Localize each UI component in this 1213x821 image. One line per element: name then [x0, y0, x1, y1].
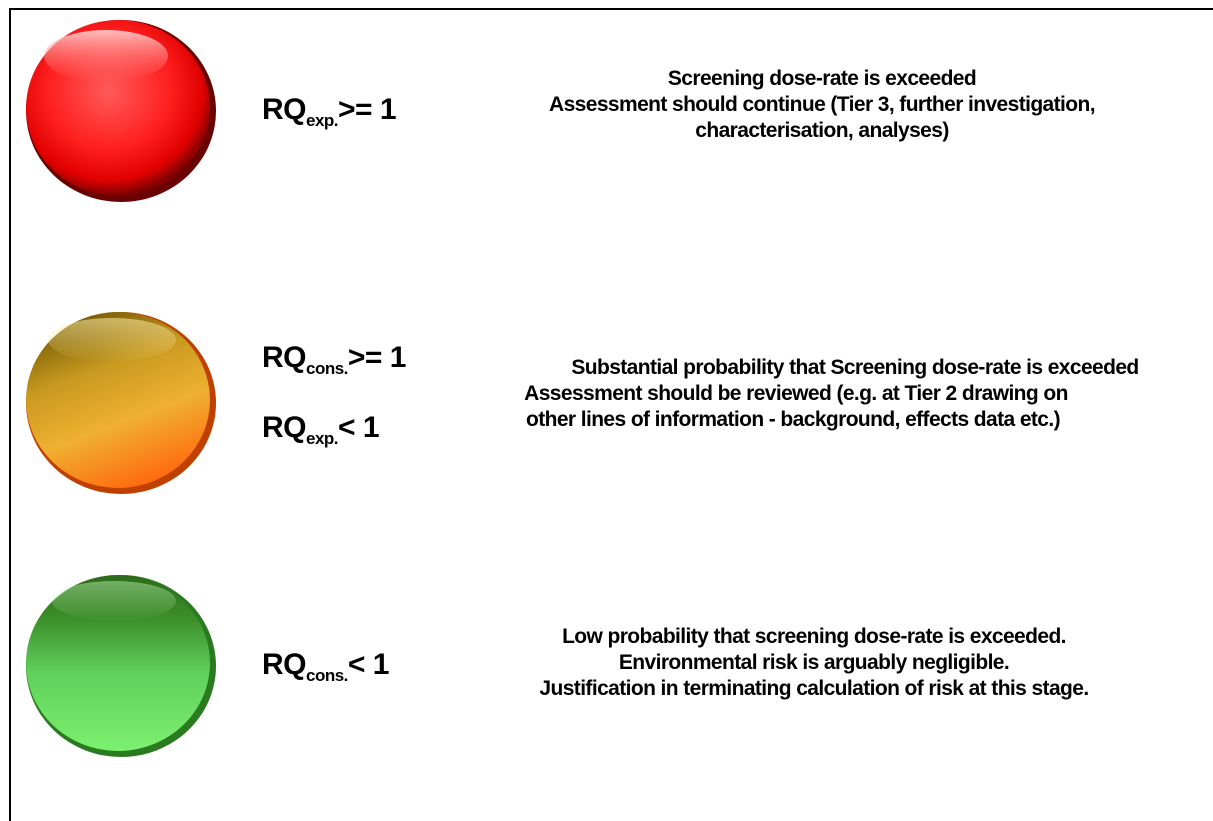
red-description: Screening dose-rate is exceeded Assessme… [549, 67, 1096, 142]
green-light-icon [24, 573, 218, 759]
amber-condition-1: RQcons.>= 1 [262, 341, 406, 378]
red-condition-1: RQexp.>= 1 [262, 93, 397, 130]
green-condition-1: RQcons.< 1 [262, 648, 389, 685]
diagram-frame [9, 8, 1213, 821]
red-light-icon [24, 18, 218, 204]
amber-light-icon [24, 310, 218, 496]
green-description: Low probability that screening dose-rate… [539, 625, 1089, 700]
amber-condition-2: RQexp.< 1 [262, 411, 380, 448]
amber-description: Substantial probability that Screening d… [524, 356, 1139, 431]
